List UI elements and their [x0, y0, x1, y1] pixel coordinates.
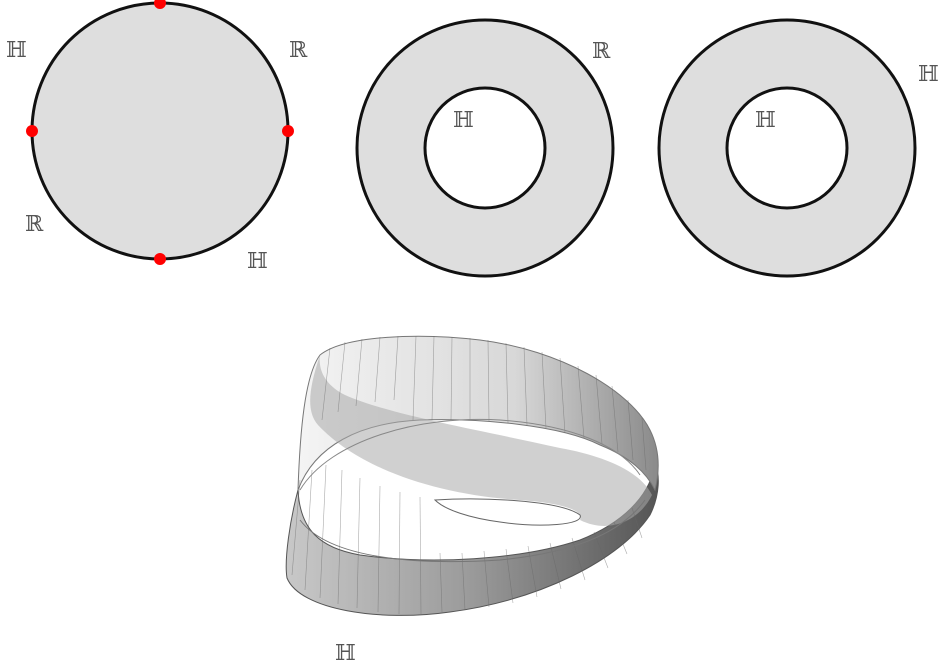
mobius-panel: ℍ	[285, 335, 659, 666]
mobius-strip-icon	[285, 335, 659, 616]
disk-label-upper-right: ℝ	[289, 38, 308, 63]
boundary-point-bottom	[154, 253, 166, 265]
boundary-point-top	[154, 0, 166, 9]
disk-label-lower-left: ℝ	[25, 212, 44, 237]
annulus-panel-1: ℍ ℝ	[355, 18, 615, 278]
annulus-shape	[355, 18, 615, 278]
disk-label-upper-left: ℍ	[6, 38, 27, 63]
mobius-label: ℍ	[335, 641, 356, 666]
annulus-outer-label: ℝ	[592, 39, 611, 64]
annulus-outer-label: ℍ	[918, 62, 939, 87]
disk-label-lower-right: ℍ	[247, 249, 268, 274]
annulus-inner-label: ℍ	[755, 108, 776, 133]
annulus-inner-label: ℍ	[453, 108, 474, 133]
boundary-point-right	[282, 125, 294, 137]
annulus-panel-2: ℍ ℍ	[657, 18, 939, 278]
boundary-point-left	[26, 125, 38, 137]
disk-shape	[30, 1, 290, 261]
annulus-shape	[657, 18, 917, 278]
disk-panel: ℍ ℝ ℝ ℍ	[6, 0, 308, 274]
